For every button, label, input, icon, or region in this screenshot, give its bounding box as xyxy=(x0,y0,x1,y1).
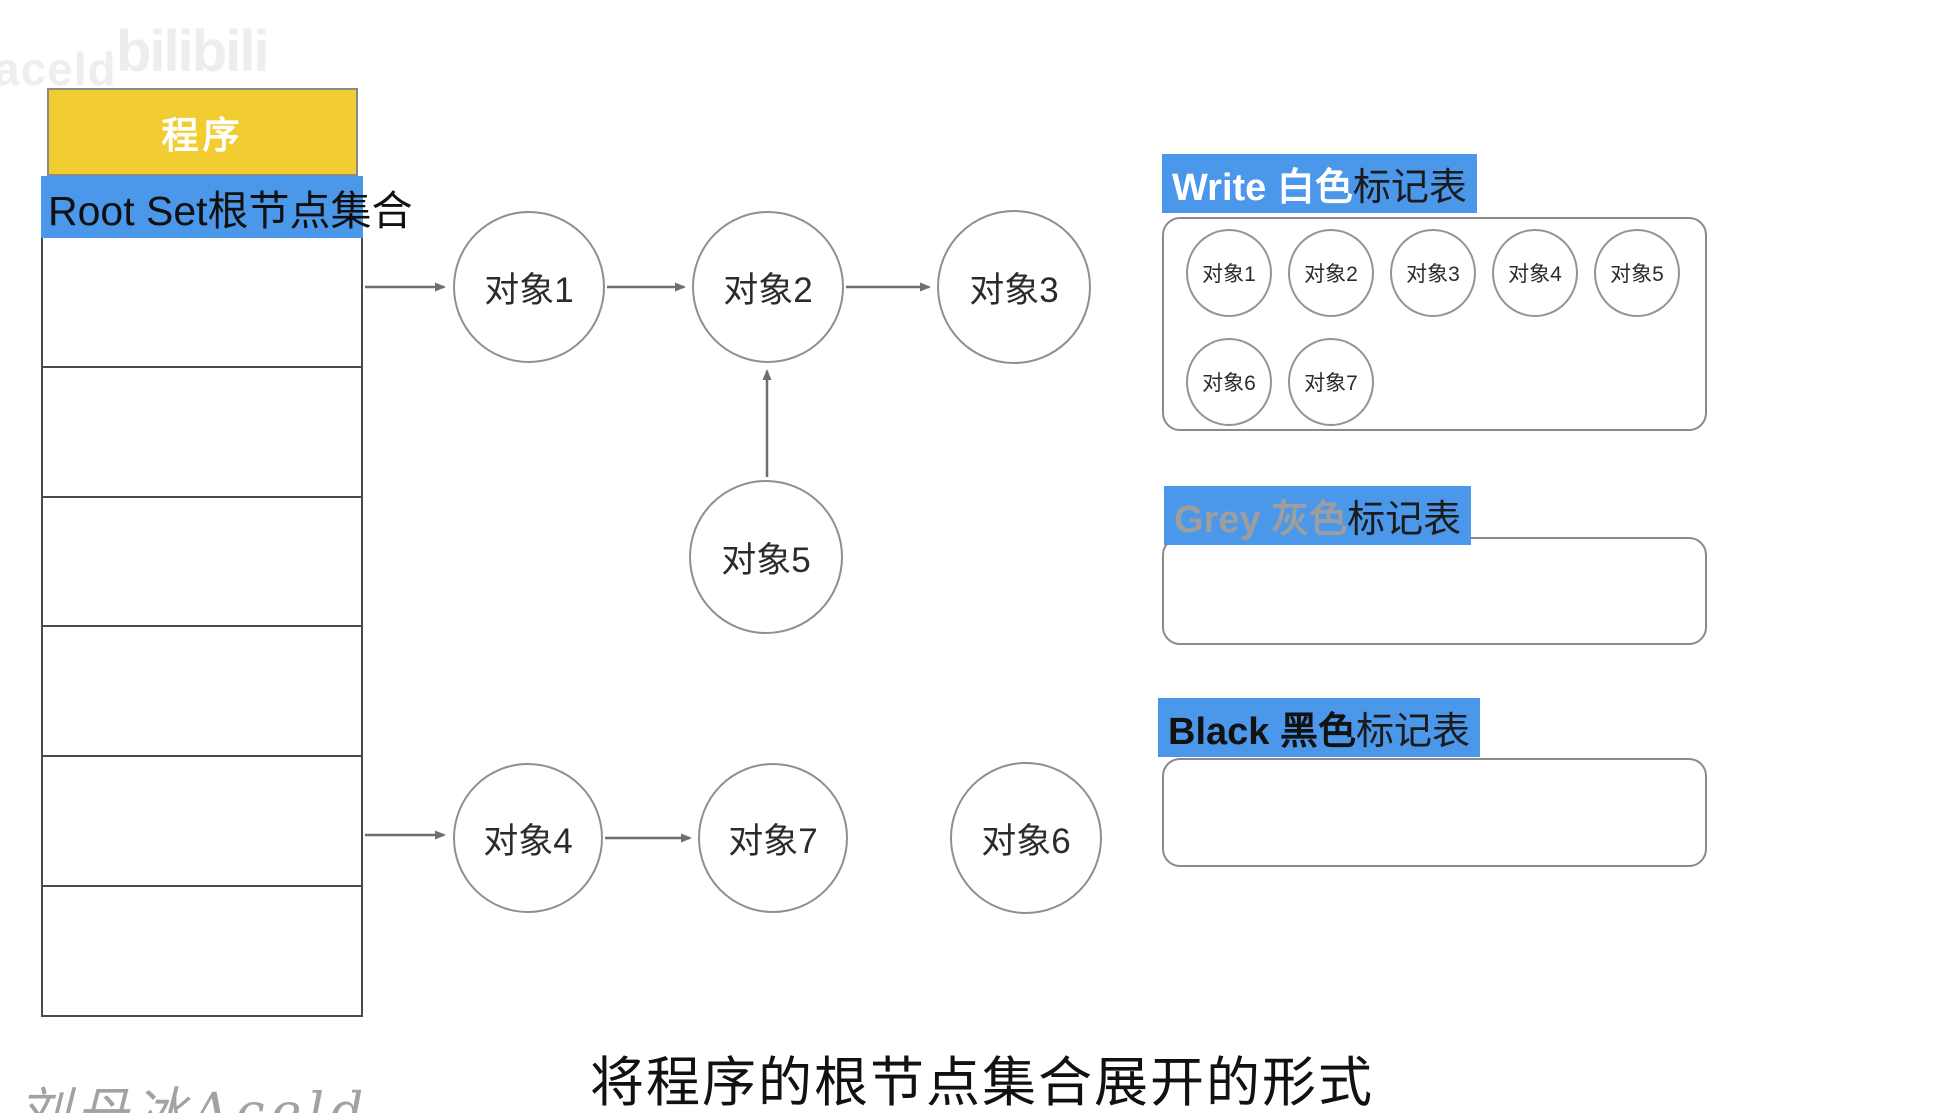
aceld-watermark: aceld xyxy=(0,43,117,95)
graph-node-对象1: 对象1 xyxy=(453,211,605,363)
black-table-label-highlight: Black 黑色 xyxy=(1168,711,1356,753)
black-table-label: Black 黑色标记表 xyxy=(1158,698,1480,757)
root-set-row: Root Set根节点集合 xyxy=(41,176,413,238)
program-stack-body xyxy=(41,238,363,1017)
mark-item-对象4: 对象4 xyxy=(1492,229,1578,317)
white-table-label-suffix: 标记表 xyxy=(1352,167,1467,209)
graph-node-对象4: 对象4 xyxy=(453,763,603,913)
caption: 将程序的根节点集合展开的形式 xyxy=(590,1053,1374,1113)
stack-empty-row xyxy=(43,757,361,888)
grey-table-label: Grey 灰色标记表 xyxy=(1164,486,1472,545)
grey-table-label-suffix: 标记表 xyxy=(1347,499,1462,541)
mark-item-对象2: 对象2 xyxy=(1288,229,1374,317)
stack-empty-row xyxy=(43,887,361,1015)
bilibili-logo-watermark: bilibili xyxy=(116,19,270,84)
black-table-label-suffix: 标记表 xyxy=(1355,711,1470,753)
author-watermark: 刘丹冰Aceld xyxy=(18,1083,370,1113)
mark-item-对象1: 对象1 xyxy=(1186,229,1272,317)
graph-node-对象2: 对象2 xyxy=(692,211,844,363)
black-table-box xyxy=(1162,758,1707,867)
mark-item-对象6: 对象6 xyxy=(1186,338,1272,426)
graph-node-对象6: 对象6 xyxy=(950,762,1102,914)
mark-item-对象3: 对象3 xyxy=(1390,229,1476,317)
graph-node-对象7: 对象7 xyxy=(698,763,848,913)
graph-node-对象3: 对象3 xyxy=(937,210,1091,364)
grey-table-label-highlight: Grey 灰色 xyxy=(1174,499,1348,541)
grey-table-box xyxy=(1162,537,1707,645)
stack-empty-row xyxy=(43,368,361,498)
stack-empty-row xyxy=(43,238,361,368)
mark-item-对象5: 对象5 xyxy=(1594,229,1680,317)
mark-item-对象7: 对象7 xyxy=(1288,338,1374,426)
white-table-label: Write 白色标记表 xyxy=(1162,154,1477,213)
stack-empty-row xyxy=(43,627,361,758)
stack-empty-row xyxy=(43,498,361,628)
program-header: 程序 xyxy=(47,88,358,176)
white-table-label-highlight: Write 白色 xyxy=(1172,167,1353,209)
graph-node-对象5: 对象5 xyxy=(689,480,843,634)
